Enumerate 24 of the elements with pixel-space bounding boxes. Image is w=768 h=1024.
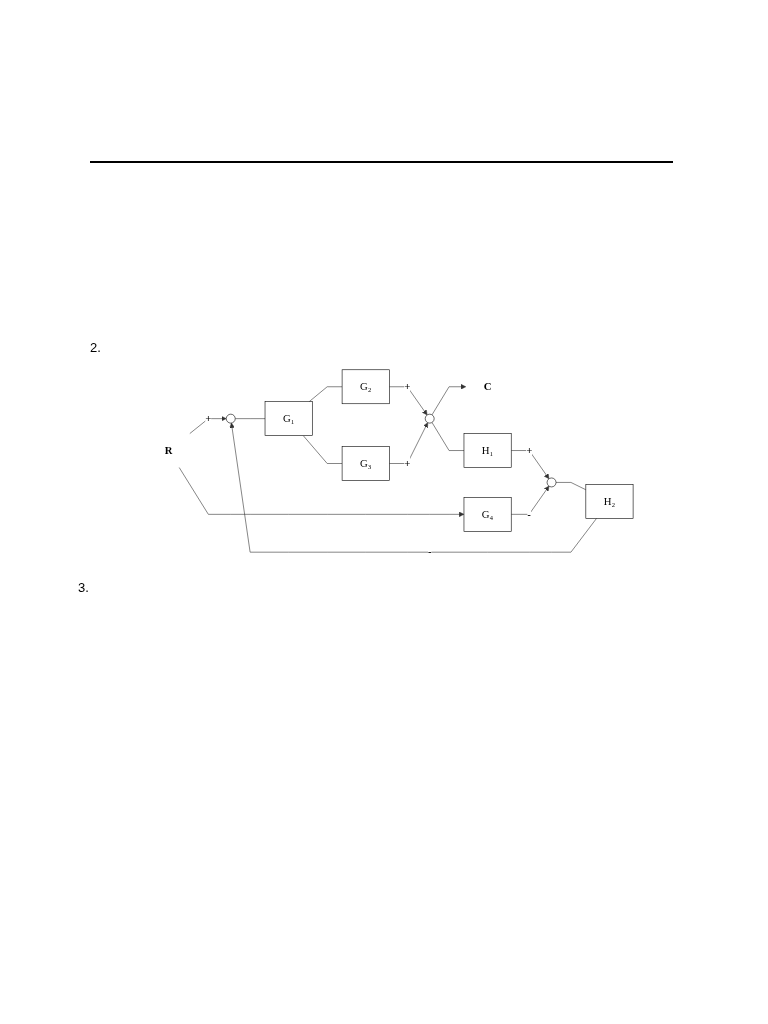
node-box: G₃ [341, 446, 390, 481]
node-text: R [164, 444, 173, 457]
connector [431, 422, 465, 451]
node-box: H₂ [585, 484, 634, 519]
connector [234, 418, 266, 419]
edge-label: + [404, 457, 411, 470]
question-number: 3. [78, 580, 89, 595]
connector [308, 386, 343, 402]
node-text: C [483, 380, 492, 393]
edge-label: - [427, 545, 432, 558]
node-circle [226, 413, 236, 424]
edge-label: + [205, 412, 212, 425]
node-circle [546, 477, 557, 488]
connector [555, 482, 587, 491]
node-box: G₁ [264, 401, 313, 436]
edge-label: - [527, 508, 531, 520]
node-box: H₁ [463, 433, 512, 468]
node-circle [424, 413, 435, 424]
node-box: G₂ [341, 369, 390, 405]
question-number: 2. [90, 340, 101, 355]
connector [302, 435, 343, 464]
node-box: G₄ [463, 497, 512, 532]
edge-label: + [526, 444, 533, 457]
edge-label: + [404, 380, 411, 393]
